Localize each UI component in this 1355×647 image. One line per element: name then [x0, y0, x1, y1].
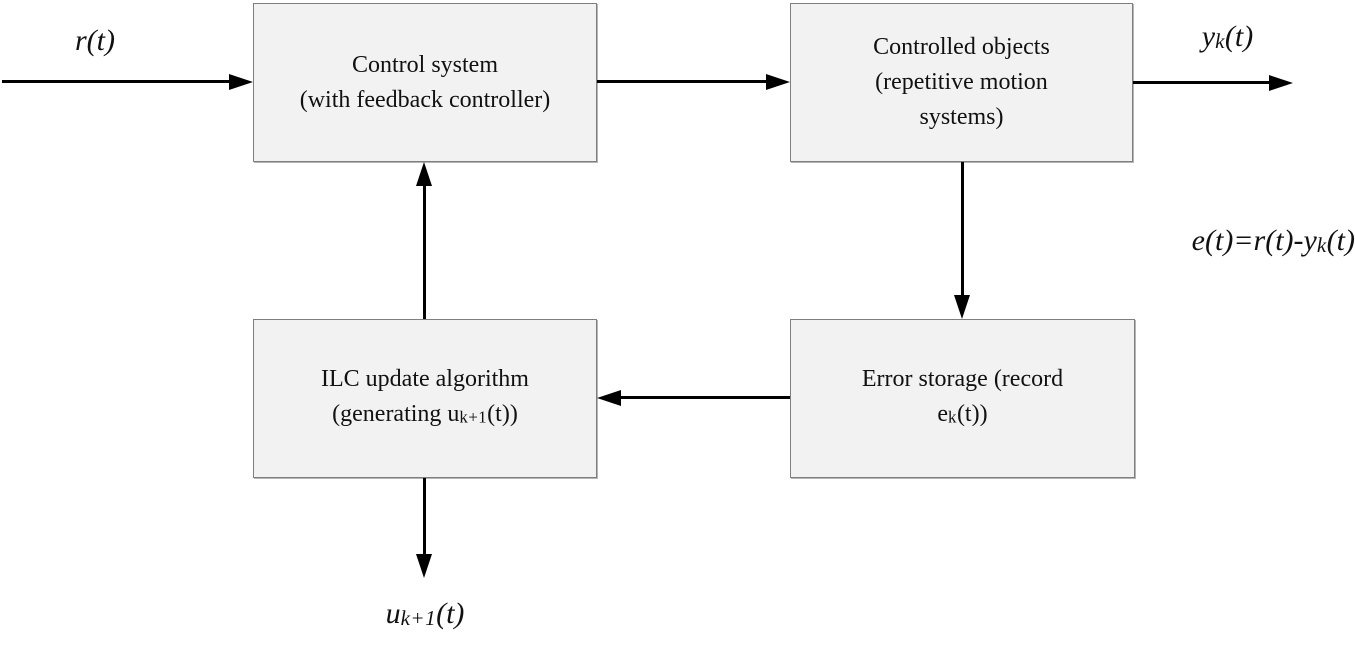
box-text-line: systems) — [919, 104, 1004, 130]
arrow-line — [423, 478, 426, 555]
update-signal-label: uk+1(t) — [385, 597, 465, 631]
arrow-head — [766, 74, 790, 90]
arrow-line — [423, 185, 426, 319]
arrow-head — [416, 162, 432, 186]
box-text-line: ek(t)) — [937, 401, 988, 428]
controlled-objects-box: Controlled objects (repetitive motion syst… — [790, 3, 1133, 162]
arrow-head — [416, 554, 432, 578]
output-signal-label: yk(t) — [1201, 20, 1254, 54]
subscript: k+1 — [400, 606, 437, 631]
subscript: k — [1215, 29, 1225, 54]
arrow-line — [2, 80, 231, 83]
error-storage-box: Error storage (record ek(t)) — [790, 319, 1135, 478]
input-signal-label: r(t) — [75, 24, 115, 57]
ilc-update-box-label: ILC update algorithm (generating uk+1(t)) — [321, 362, 529, 435]
error-equation-label: e(t)=r(t)-yk(t) — [1191, 224, 1355, 258]
box-text-line: (generating uk+1(t)) — [332, 401, 518, 428]
control-system-box: Control system (with feedback controller) — [253, 3, 597, 162]
control-system-box-label: Control system (with feedback controller) — [300, 48, 551, 118]
arrow-line — [1133, 81, 1270, 84]
ilc-update-box: ILC update algorithm (generating uk+1(t)) — [253, 319, 597, 478]
subscript: k — [1316, 233, 1327, 258]
box-text-line: ILC update algorithm — [321, 366, 529, 393]
box-text-line: (with feedback controller) — [299, 86, 551, 113]
arrow-line — [620, 396, 790, 399]
arrow-head — [229, 74, 253, 90]
box-text-line: Control system — [351, 51, 498, 78]
arrow-line — [597, 80, 767, 83]
box-text-line: Error storage (record — [861, 366, 1064, 393]
arrow-head — [954, 295, 970, 319]
subscript: k+1 — [459, 407, 488, 427]
arrow-head — [597, 390, 621, 406]
box-text-line: Controlled objects — [873, 34, 1050, 60]
arrow-head — [1269, 75, 1293, 91]
controlled-objects-box-label: Controlled objects (repetitive motion syst… — [873, 30, 1050, 135]
box-text-line: (repetitive motion — [875, 69, 1048, 95]
arrow-line — [961, 162, 964, 296]
error-storage-box-label: Error storage (record ek(t)) — [862, 362, 1063, 435]
subscript: k — [948, 407, 957, 427]
